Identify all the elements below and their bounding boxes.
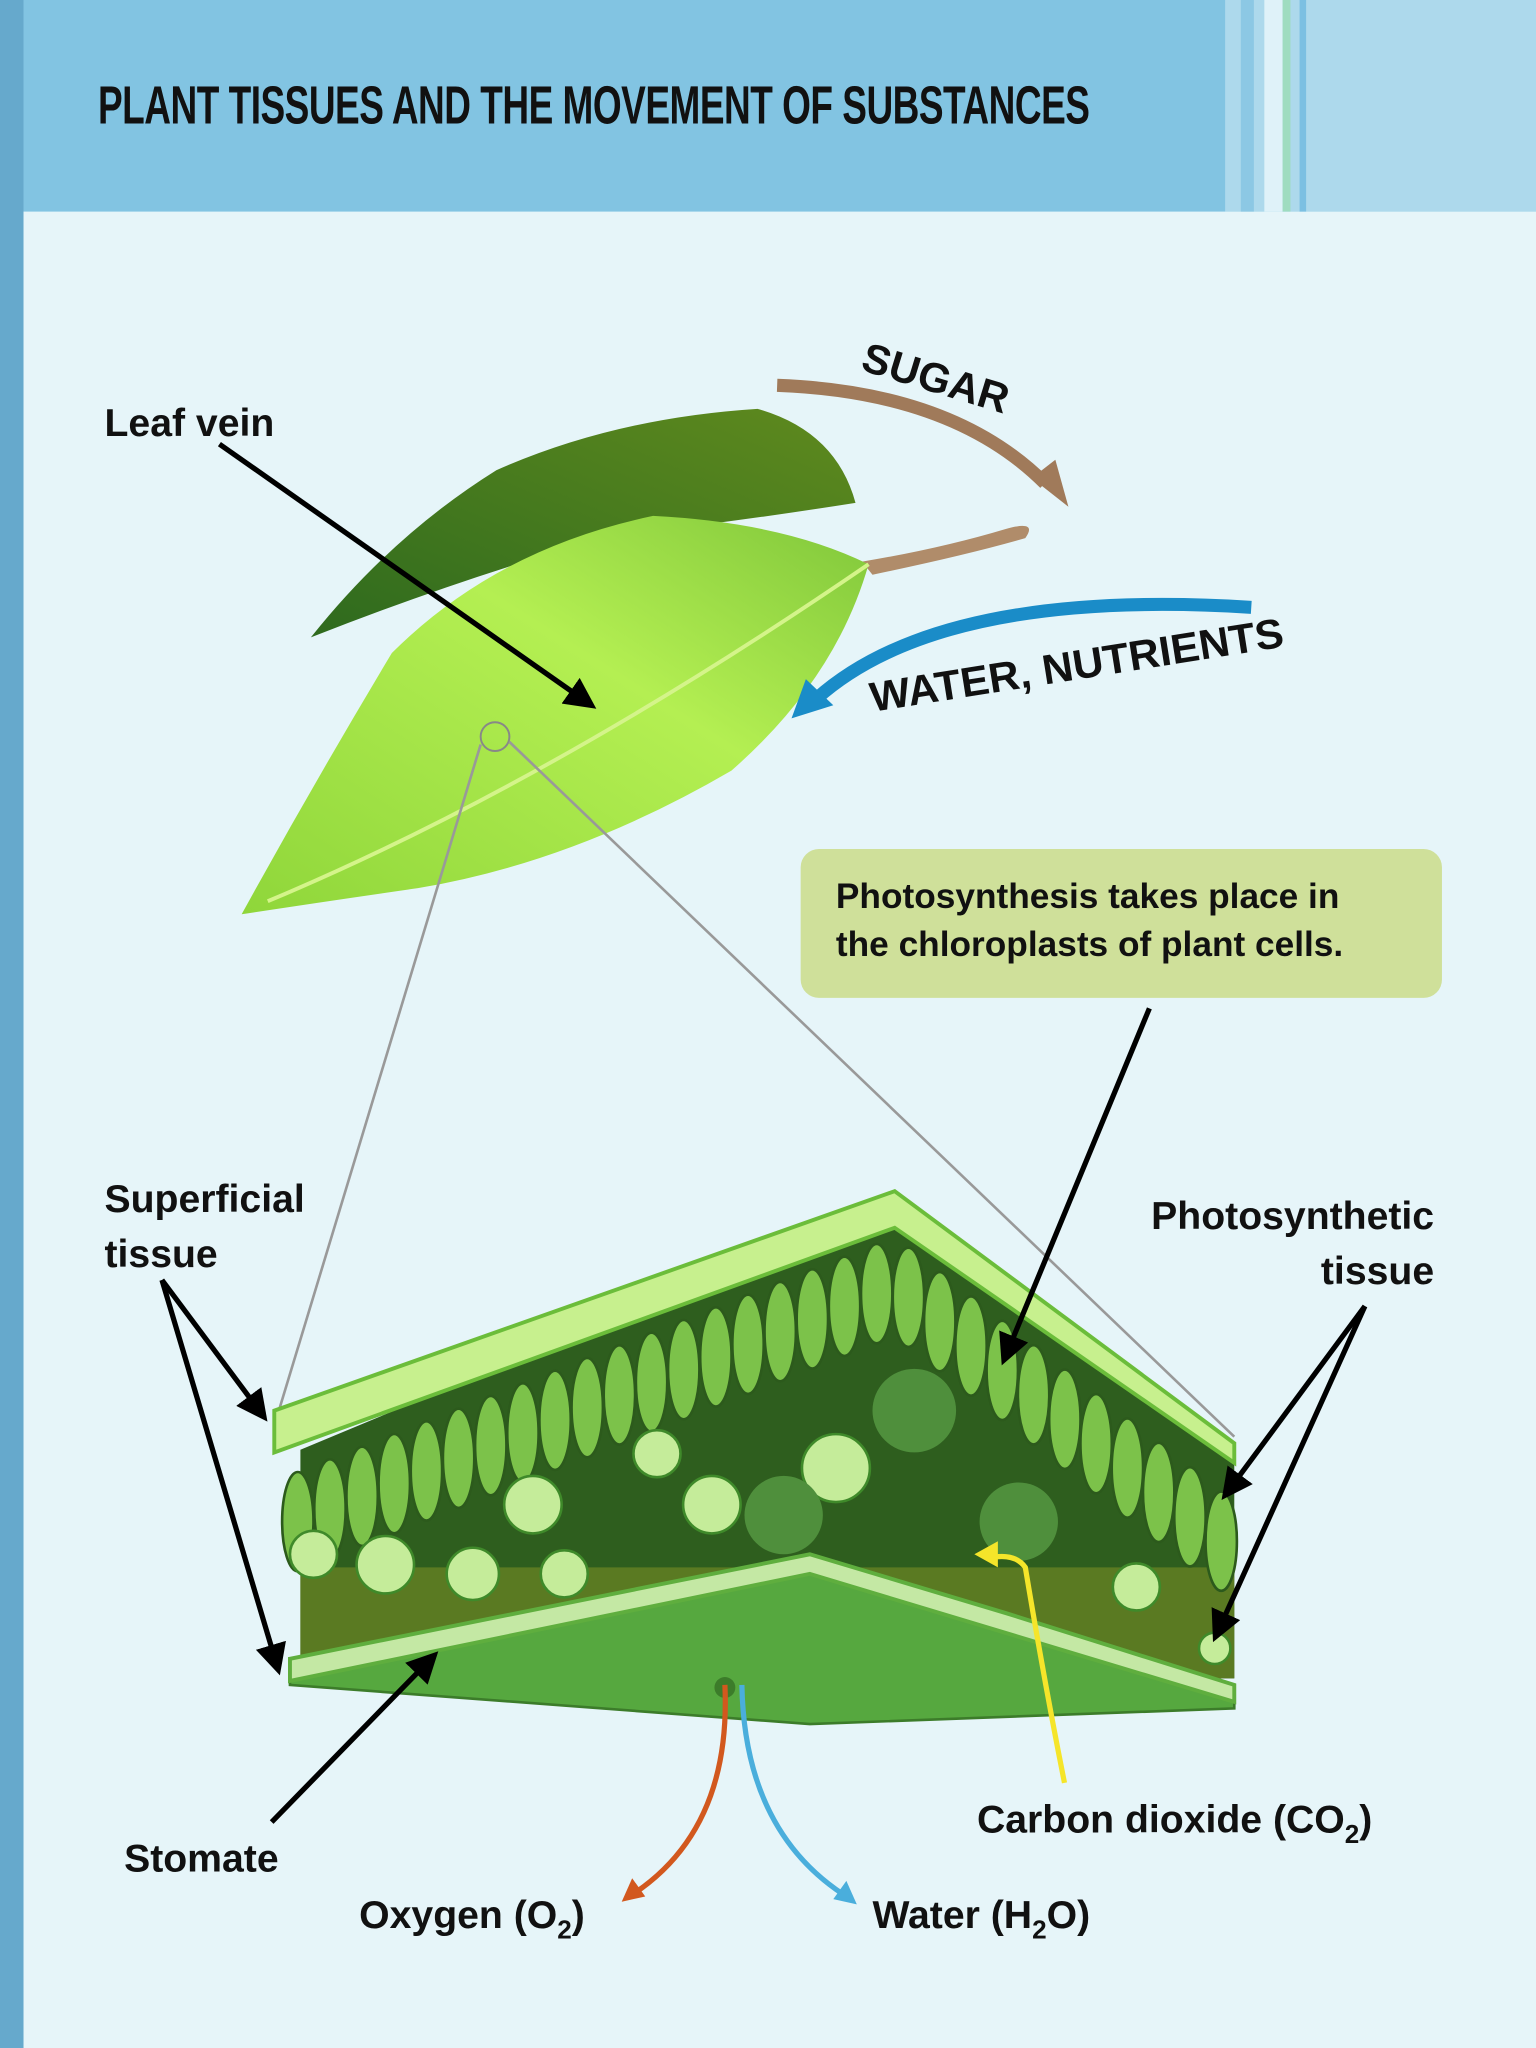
palisade-cell	[763, 1280, 798, 1383]
co2-arrowhead-icon	[974, 1541, 998, 1568]
palisade-cell	[441, 1407, 476, 1510]
palisade-cell	[922, 1270, 957, 1373]
left-sidebar-bar	[0, 0, 24, 2048]
spongy-cell	[744, 1475, 823, 1555]
photosynthesis-callout	[800, 848, 1442, 998]
zoom-guide-line-right	[508, 740, 1236, 1438]
zoom-guide-line-left	[275, 744, 482, 1418]
label-pointer-arrows	[159, 441, 1368, 1824]
spongy-cell	[1111, 1562, 1162, 1612]
palisade-cell	[1079, 1392, 1114, 1495]
spongy-cell	[502, 1474, 563, 1535]
header-stripes	[1225, 0, 1536, 212]
palisade-cell	[570, 1356, 605, 1459]
sugar-arrow	[776, 378, 1050, 488]
palisade-cell	[634, 1331, 669, 1434]
callout-line-1: Photosynthesis takes place in	[836, 877, 1339, 916]
spongy-cell	[445, 1546, 501, 1602]
water-out-arrow	[739, 1684, 844, 1897]
leaf-cross-section	[272, 1188, 1239, 1726]
palisade-cell	[795, 1268, 830, 1370]
palisade-cell	[473, 1394, 508, 1497]
palisade-cell	[1016, 1343, 1051, 1446]
water-nutrients-arrow	[811, 597, 1252, 704]
callout-line-2: the chloroplasts of plant cells.	[836, 925, 1343, 964]
spongy-cell	[872, 1368, 957, 1453]
palisade-cell	[1204, 1490, 1239, 1593]
palisade-cell	[1172, 1465, 1207, 1568]
palisade-cell	[954, 1295, 988, 1397]
superficial-tissue-label-1: Superficial	[104, 1178, 304, 1221]
leaf-illustration	[241, 408, 1030, 915]
sugar-arrowhead-icon	[1031, 459, 1069, 507]
page-title: PLANT TISSUES AND THE MOVEMENT OF SUBSTA…	[98, 75, 1090, 135]
oxygen-arrowhead-icon	[621, 1878, 646, 1902]
palisade-cell	[698, 1306, 733, 1408]
spongy-cell	[355, 1534, 416, 1595]
spongy-cell	[539, 1549, 590, 1599]
palisade-cell	[505, 1382, 540, 1484]
spongy-cell	[288, 1529, 339, 1580]
water-arrowhead-icon	[791, 679, 834, 719]
spongy-cell	[800, 1432, 872, 1504]
palisade-cell	[1110, 1417, 1145, 1519]
palisade-cell	[377, 1432, 412, 1535]
spongy-cell	[632, 1428, 682, 1479]
photosynthetic-tissue-label-1: Photosynthetic	[1151, 1195, 1434, 1238]
palisade-cell	[1047, 1368, 1082, 1471]
spongy-cell	[979, 1482, 1058, 1561]
palisade-cell	[1141, 1441, 1176, 1544]
palisade-cell	[891, 1246, 926, 1349]
oxygen-label: Oxygen (O2)	[359, 1894, 585, 1944]
stomate-label: Stomate	[124, 1838, 279, 1881]
palisade-cell	[859, 1242, 894, 1345]
palisade-cell	[827, 1255, 862, 1358]
palisade-cell	[409, 1420, 444, 1522]
palisade-cell	[602, 1344, 637, 1446]
photosynthetic-tissue-label-2: tissue	[1321, 1250, 1434, 1293]
water-out-arrowhead-icon	[833, 1880, 857, 1905]
spongy-cell	[1197, 1631, 1232, 1666]
oxygen-arrow	[632, 1684, 728, 1897]
superficial-tissue-label-2: tissue	[104, 1233, 217, 1276]
water-nutrients-label: WATER, NUTRIENTS	[867, 609, 1287, 721]
leaf-vein-label: Leaf vein	[104, 402, 274, 445]
spongy-cell	[681, 1474, 742, 1535]
water-label: Water (H2O)	[872, 1894, 1090, 1944]
palisade-cell	[538, 1369, 573, 1472]
palisade-cell	[666, 1318, 701, 1421]
co2-arrow	[994, 1553, 1068, 1784]
co2-label: Carbon dioxide (CO2)	[977, 1798, 1372, 1848]
palisade-cell	[345, 1445, 380, 1548]
palisade-cell	[731, 1293, 766, 1396]
